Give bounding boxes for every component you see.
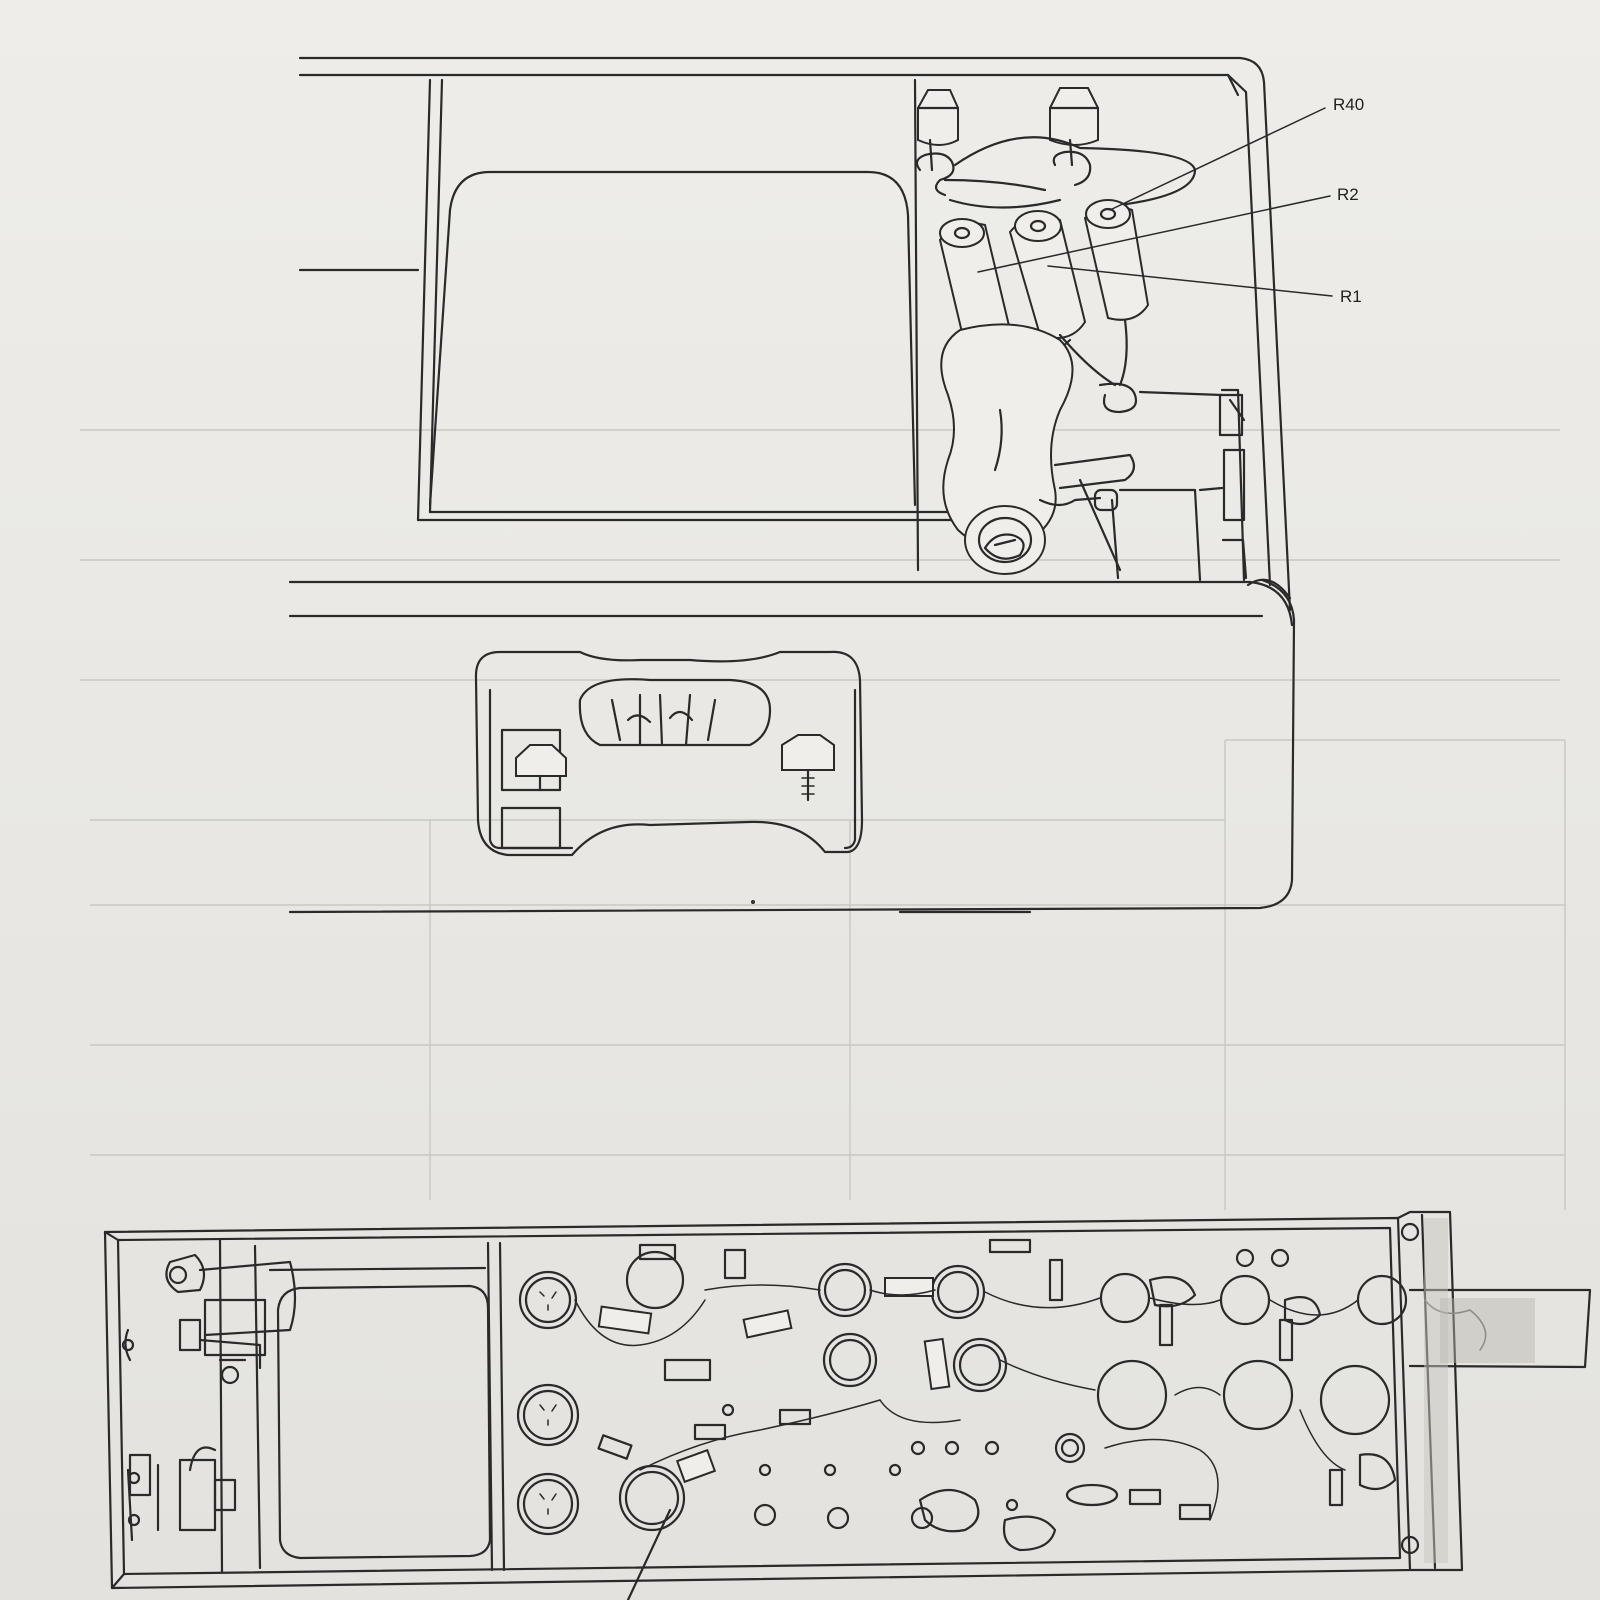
resistor-R40 xyxy=(938,218,1012,349)
resistor-R2 xyxy=(1008,210,1087,339)
front-connector-plate xyxy=(474,650,864,857)
callout-R1: R1 xyxy=(1340,287,1362,306)
bleed-through-table xyxy=(80,429,1566,1210)
ceramic-insulator xyxy=(940,323,1074,575)
callout-R40: R40 xyxy=(1333,95,1364,114)
stippled-end-plate xyxy=(1424,1218,1535,1563)
left-terminal-assembly xyxy=(121,1253,297,1542)
tube-sockets xyxy=(516,1250,1408,1536)
resistor-R1 xyxy=(1083,199,1150,321)
mounting-screws xyxy=(721,1222,1420,1555)
callouts: R40 R2 R1 xyxy=(977,95,1364,306)
leader-line-bottom xyxy=(626,1508,672,1600)
terminal-posts xyxy=(915,87,1100,197)
chassis-wiring xyxy=(574,1284,1359,1521)
small-components xyxy=(597,1238,1397,1552)
callout-R2: R2 xyxy=(1337,185,1359,204)
chassis-corner-illustration xyxy=(288,56,1296,914)
chassis-top-view-illustration xyxy=(103,1210,1592,1600)
